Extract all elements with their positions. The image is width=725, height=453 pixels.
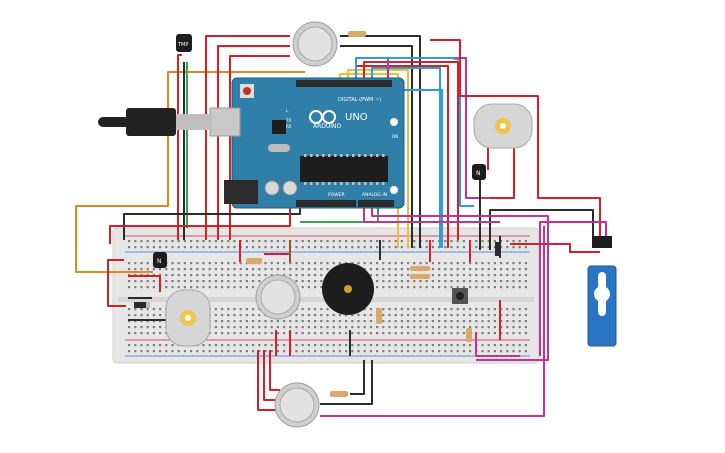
analog-header-label: ANALOG IN <box>362 192 387 198</box>
dc-motor-right[interactable] <box>473 103 533 149</box>
temperature-sensor[interactable]: TMP <box>176 34 192 52</box>
transistor-right[interactable]: N <box>472 164 486 180</box>
dc-motor-left[interactable] <box>165 289 211 347</box>
diode-left[interactable] <box>134 302 150 308</box>
mounting-hole-icon <box>390 118 398 126</box>
arduino-model-label: UNO <box>345 112 368 123</box>
wires <box>75 35 607 417</box>
pushbutton[interactable] <box>452 288 468 304</box>
transistor-right-label: N <box>476 170 481 177</box>
on-led-label: ON <box>392 134 398 139</box>
resistors[interactable] <box>246 258 472 342</box>
mounting-hole-icon <box>390 186 398 194</box>
temperature-sensor-label: TMP <box>177 42 188 48</box>
servo-motor[interactable] <box>587 236 617 347</box>
resistor-top[interactable] <box>348 31 366 37</box>
transistor-left-label: N <box>157 258 162 265</box>
gas-sensor-top[interactable] <box>292 21 338 67</box>
arduino-uno-board[interactable]: ARDUINO UNO DIGITAL (PWM ~) POWER ANALOG… <box>209 77 405 209</box>
diode-right[interactable] <box>495 242 501 256</box>
transistor-left[interactable]: N <box>153 252 167 268</box>
resistor-bottom[interactable] <box>330 391 348 397</box>
digital-header-label: DIGITAL (PWM ~) <box>338 97 381 103</box>
arduino-brand-label: ARDUINO <box>313 123 342 130</box>
led-l-label: L <box>286 108 289 113</box>
piezo-buzzer[interactable] <box>322 263 374 315</box>
usb-cable <box>98 108 212 136</box>
microcontroller-pins <box>304 154 385 185</box>
led-tx-label: TX <box>285 118 291 123</box>
led-rx-label: RX <box>286 124 292 129</box>
gas-sensor-bottom[interactable] <box>274 382 320 428</box>
power-header-label: POWER <box>328 192 345 198</box>
gas-sensor-middle[interactable] <box>255 274 301 320</box>
